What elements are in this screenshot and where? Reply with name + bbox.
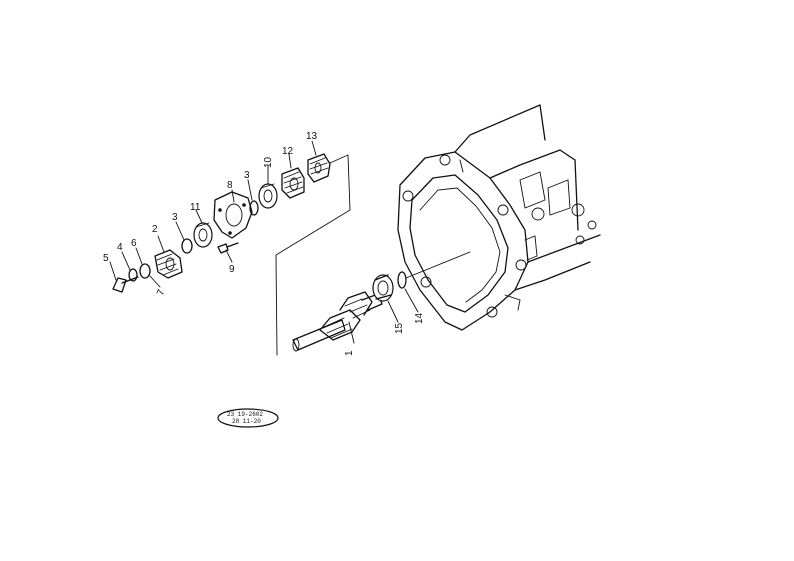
- gear-12: [281, 167, 305, 199]
- callout-13: 13: [306, 131, 318, 142]
- gearbox-housing: [397, 104, 601, 331]
- bearing-10: [258, 183, 278, 209]
- callout-3b: 3: [244, 170, 250, 181]
- gear-13: [307, 153, 331, 183]
- callout-11: 11: [190, 202, 201, 213]
- catalogue-stamp: 23 19-2602 28 11-20: [217, 408, 279, 428]
- main-shaft: [292, 291, 383, 352]
- callout-5: 5: [103, 253, 109, 264]
- assembly-bracket: [275, 154, 351, 356]
- gear-2: [154, 249, 183, 279]
- bolt-5: [112, 276, 139, 293]
- callout-6: 6: [131, 238, 137, 249]
- callout-12: 12: [282, 146, 294, 157]
- washer-6: [139, 263, 151, 279]
- bearing-15: [372, 274, 394, 302]
- washer-4: [128, 268, 138, 282]
- callout-9: 9: [229, 264, 235, 275]
- callout-numbers: 1 2 3 3 4 5 6 7 8 9 10 11 12 13 14 15: [103, 131, 425, 356]
- bearing-11: [193, 222, 213, 248]
- cover-plate-8: [213, 191, 253, 239]
- callout-4: 4: [117, 242, 123, 253]
- callout-1: 1: [344, 350, 355, 356]
- leader-lines: [109, 140, 419, 344]
- ring-3-lower: [181, 238, 193, 254]
- stamp-line-2: 28 11-20: [232, 418, 261, 425]
- callout-3a: 3: [172, 212, 178, 223]
- callout-7: 7: [155, 288, 167, 297]
- stamp-line-1: 23 19-2602: [227, 411, 263, 418]
- callout-2: 2: [152, 224, 158, 235]
- callout-8: 8: [227, 180, 233, 191]
- callout-14: 14: [414, 312, 425, 324]
- callout-15: 15: [394, 322, 405, 334]
- circlip-14: [397, 271, 407, 289]
- callout-10: 10: [263, 156, 274, 168]
- bolt-9: [217, 242, 239, 254]
- ring-3-upper: [249, 200, 259, 216]
